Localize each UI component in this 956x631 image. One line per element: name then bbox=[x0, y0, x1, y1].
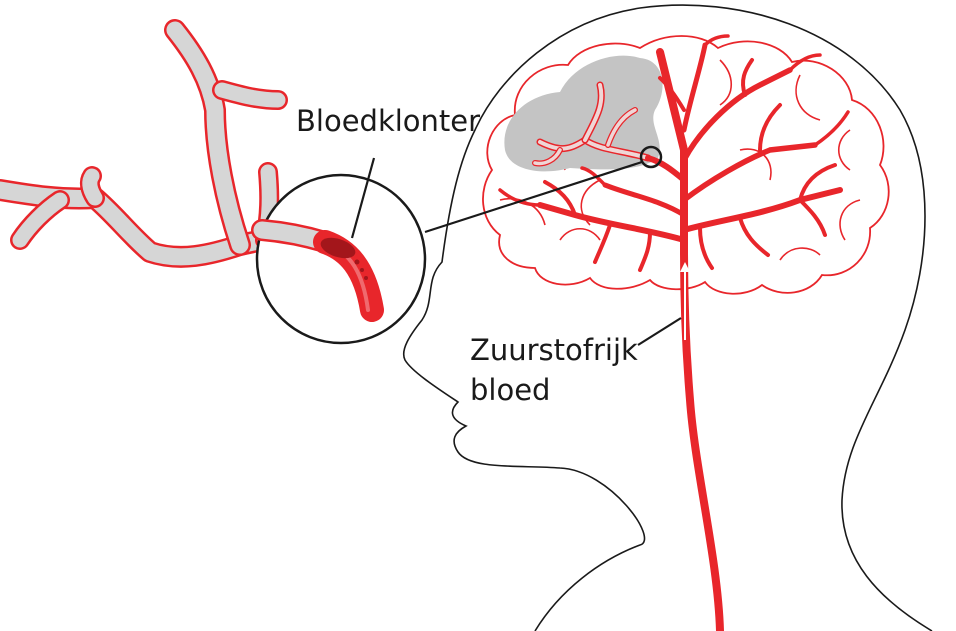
oxygen-label-line1: Zuurstofrijk bbox=[470, 333, 638, 367]
oxygen-leader-line bbox=[638, 318, 681, 345]
oxygen-label-line2: bloed bbox=[470, 373, 550, 407]
clot-label: Bloedklonter bbox=[296, 104, 480, 138]
